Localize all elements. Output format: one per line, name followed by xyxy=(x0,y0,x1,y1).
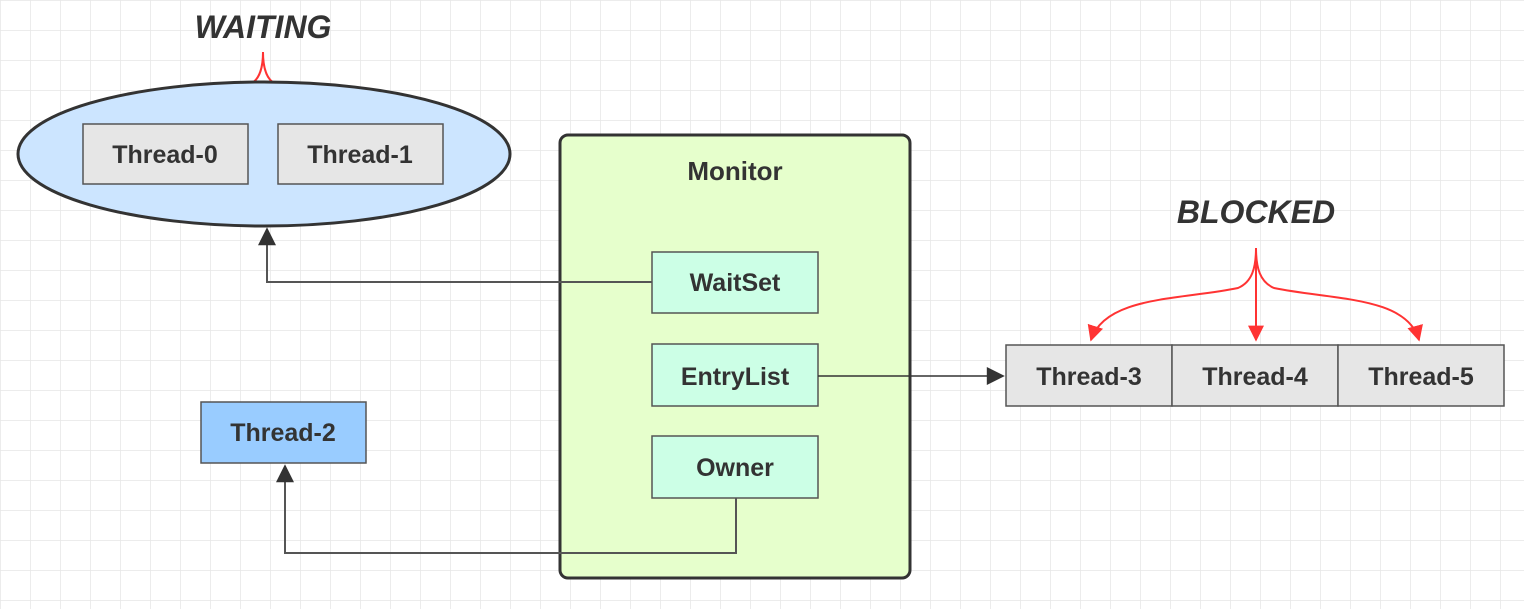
blocked-arrow-left xyxy=(1087,247,1257,342)
thread-5-box: Thread-5 xyxy=(1337,344,1505,407)
blocked-arrow-right xyxy=(1255,247,1423,342)
wait-set-slot: WaitSet xyxy=(651,251,819,314)
entry-list-slot: EntryList xyxy=(651,343,819,407)
thread-2-box: Thread-2 xyxy=(200,401,367,464)
thread-1-label: Thread-1 xyxy=(307,141,413,169)
wait-set-ellipse xyxy=(16,80,512,228)
owner-connector xyxy=(276,464,737,554)
thread-5-label: Thread-5 xyxy=(1368,363,1474,391)
thread-4-box: Thread-4 xyxy=(1171,344,1339,407)
thread-4-label: Thread-4 xyxy=(1202,363,1308,391)
waiting-state-label: WAITING xyxy=(195,9,332,45)
wait-set-connector xyxy=(258,227,652,283)
thread-1-box: Thread-1 xyxy=(277,123,444,185)
blocked-state-label: BLOCKED xyxy=(1177,194,1335,230)
thread-3-label: Thread-3 xyxy=(1036,363,1142,391)
owner-label: Owner xyxy=(696,454,774,482)
owner-slot: Owner xyxy=(651,435,819,499)
wait-set-label: WaitSet xyxy=(690,269,781,297)
monitor-title: Monitor xyxy=(687,156,782,186)
entry-list-label: EntryList xyxy=(681,363,790,391)
thread-3-box: Thread-3 xyxy=(1005,344,1173,407)
thread-2-label: Thread-2 xyxy=(230,419,336,447)
thread-0-box: Thread-0 xyxy=(82,123,249,185)
thread-0-label: Thread-0 xyxy=(112,141,218,169)
